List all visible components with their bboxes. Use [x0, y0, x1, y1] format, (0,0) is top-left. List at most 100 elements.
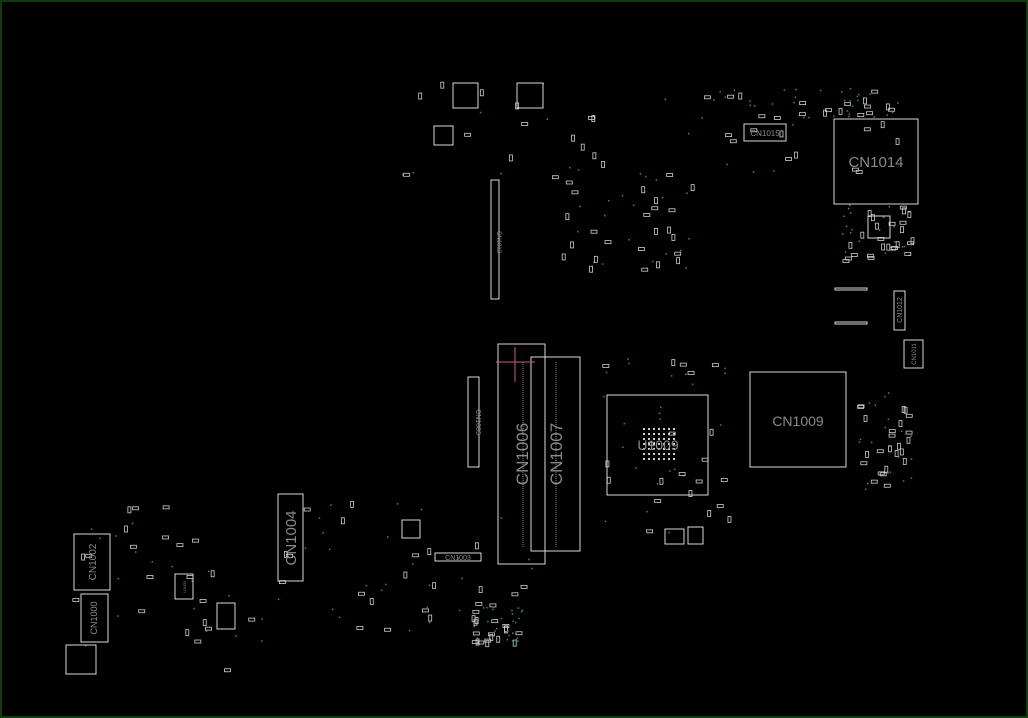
via [511, 613, 514, 615]
connector-cn1013[interactable]: CN1013 [490, 179, 501, 300]
connector-cn1006[interactable]: CN1006 [497, 343, 546, 565]
via [874, 404, 877, 406]
smd-pad [703, 95, 711, 100]
via [658, 412, 661, 415]
smd-pad [185, 629, 190, 637]
smd-pad [898, 420, 903, 427]
via [500, 517, 502, 519]
cn1003-label: CN1003 [445, 555, 471, 562]
smd-pad [496, 635, 501, 643]
chip-u1009[interactable]: U1009 [606, 394, 709, 496]
connector-cn1003[interactable]: CN1003 [434, 552, 482, 562]
smd-pad [641, 186, 646, 194]
via [910, 435, 912, 437]
via [752, 171, 755, 173]
connector-cn1011[interactable]: CN1011 [903, 339, 924, 369]
via [795, 88, 797, 91]
via [665, 253, 667, 255]
via [870, 441, 873, 444]
smd-pad [865, 451, 870, 458]
smd-pad [565, 180, 573, 185]
via [515, 638, 517, 641]
connector-cn1009[interactable]: CN1009 [749, 371, 847, 468]
via [701, 117, 703, 119]
smd-pad [899, 205, 907, 210]
smd-pad [902, 207, 906, 215]
smd-pad [643, 213, 651, 217]
smd-pad [785, 157, 792, 161]
smd-pad [888, 429, 896, 434]
via [577, 169, 580, 171]
smd-pad [886, 103, 890, 111]
connector-cn1014[interactable]: CN1014 [833, 118, 919, 205]
via [261, 618, 263, 620]
connector-cn1005[interactable]: CN1005 [467, 376, 481, 468]
smd-pad [850, 253, 858, 257]
smd-pad [863, 127, 871, 132]
via [277, 598, 280, 601]
via [847, 207, 850, 210]
smd-pad [738, 92, 743, 100]
smd-pad [870, 479, 878, 484]
smd-pad [910, 237, 915, 245]
smd-pad [654, 227, 658, 235]
connector-cn1000[interactable]: CN1000 [80, 593, 109, 643]
via [387, 536, 389, 538]
smd-pad [561, 253, 566, 261]
chip-ic[interactable] [867, 215, 891, 239]
via [577, 230, 579, 233]
connector-cn1002[interactable]: CN1002 [73, 533, 111, 591]
smd-pad [479, 89, 484, 97]
smd-pad [866, 111, 873, 116]
via [660, 406, 662, 409]
via [517, 640, 519, 642]
smd-pad [904, 251, 912, 256]
via [803, 116, 805, 119]
smd-pad [907, 211, 912, 218]
smd-pad [475, 601, 483, 606]
smd-pad [303, 507, 311, 512]
connector-cn1015[interactable]: CN1015 [743, 123, 787, 142]
smd-pad [412, 553, 420, 558]
via [680, 249, 682, 252]
smd-pad [504, 625, 508, 633]
via [670, 375, 673, 377]
via [117, 615, 119, 617]
connector-cn1007[interactable]: CN1007 [530, 356, 581, 552]
smd-pad [591, 115, 596, 122]
via [90, 528, 93, 530]
smd-pad [491, 619, 499, 623]
cn1012-label: CN1012 [897, 297, 904, 323]
via [134, 551, 137, 553]
smd-pad [129, 544, 137, 549]
via [691, 383, 694, 386]
smd-pad [124, 525, 129, 533]
via [171, 565, 173, 568]
smd-pad [418, 92, 423, 100]
chip-u1003[interactable]: U1003 [174, 573, 194, 600]
smd-pad [857, 405, 865, 409]
smd-pad [464, 132, 472, 137]
via [579, 205, 581, 208]
via [491, 619, 494, 621]
connector-cn1012[interactable]: CN1012 [893, 290, 906, 331]
smd-pad [678, 472, 686, 476]
via [635, 467, 637, 469]
smd-pad [440, 81, 445, 89]
smd-pad [475, 542, 479, 550]
via [808, 116, 810, 119]
via [494, 630, 496, 632]
via [235, 635, 237, 637]
via [889, 471, 892, 473]
connector-cn1004[interactable]: CN1004 [277, 493, 304, 582]
smd-pad [205, 626, 212, 631]
smd-pad [884, 465, 889, 473]
smd-pad [671, 234, 676, 241]
smd-pad [863, 415, 868, 422]
via [724, 367, 726, 370]
smd-pad [478, 586, 483, 594]
via [420, 508, 423, 511]
smd-pad [186, 575, 194, 579]
via [893, 226, 895, 228]
